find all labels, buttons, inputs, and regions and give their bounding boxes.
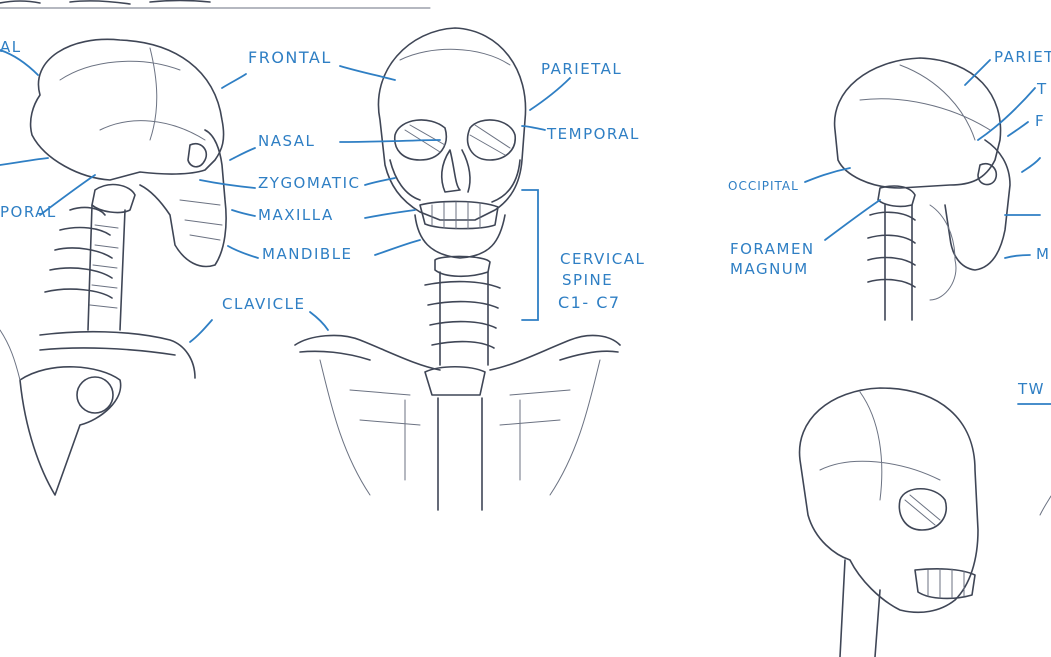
label-foramen: FORAMEN xyxy=(730,240,815,258)
lateral-skull-drawing xyxy=(833,57,1011,321)
label-partial-T: T xyxy=(1037,80,1048,98)
label-frontal: FRONTAL xyxy=(248,48,332,67)
label-tw: TW xyxy=(1018,380,1045,398)
label-magnum: MAGNUM xyxy=(730,260,809,278)
label-cervical: CERVICAL xyxy=(560,250,646,268)
label-parietal: PARIETAL xyxy=(541,60,623,78)
label-zygomatic: ZYGOMATIC xyxy=(258,174,361,192)
label-c1-c7: C1- C7 xyxy=(558,293,621,312)
label-parietal-right: PARIET xyxy=(994,48,1051,66)
label-clavicle: CLAVICLE xyxy=(222,295,306,313)
label-partial-F: F xyxy=(1035,112,1046,130)
label-occipital: OCCIPITAL xyxy=(728,179,799,193)
label-temporal: TEMPORAL xyxy=(547,125,640,143)
leader-lines xyxy=(0,49,1051,405)
label-nasal: NASAL xyxy=(258,132,316,150)
threequarter-skull-drawing xyxy=(798,387,1051,657)
label-temporal-left: PORAL xyxy=(0,203,57,221)
label-mandible-right: M xyxy=(1036,245,1051,263)
label-maxilla: MAXILLA xyxy=(258,206,334,224)
side-skull-drawing xyxy=(0,38,227,496)
label-partial-left-top: AL xyxy=(0,38,22,56)
front-skull-drawing xyxy=(294,27,621,511)
label-spine: SPINE xyxy=(562,271,614,289)
label-mandible: MANDIBLE xyxy=(262,245,353,263)
header-scribble xyxy=(0,0,211,5)
